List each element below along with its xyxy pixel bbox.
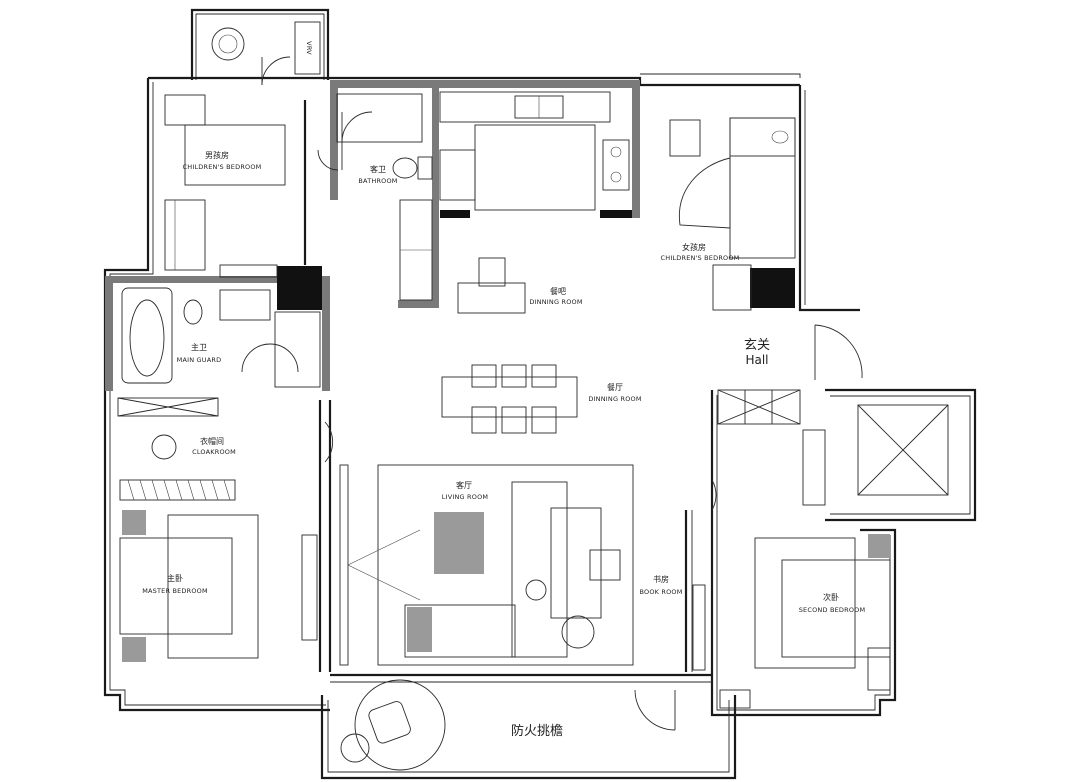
shower: [274, 311, 321, 388]
toilet-icon: [183, 299, 203, 325]
nightstand: [867, 647, 891, 691]
room-label-boys-en: CHILDREN'S BEDROOM: [183, 163, 262, 171]
second-bedroom: 次卧 SECOND BEDROOM: [719, 534, 891, 709]
living-room: 客厅 LIVING ROOM: [339, 464, 634, 666]
room-label-dining-bar-cn: 餐吧: [550, 287, 566, 296]
dining-chair: [531, 364, 557, 388]
nightstand: [122, 637, 146, 662]
shower: [336, 93, 423, 143]
bed: [184, 124, 286, 186]
girls-room: 女孩房 CHILDREN'S BEDROOM: [661, 117, 796, 311]
vrv-balcony: VRV: [211, 21, 321, 86]
dining-table: [441, 376, 578, 418]
room-label-second-cn: 次卧: [823, 592, 839, 602]
dining-chair: [471, 406, 497, 434]
desk: [164, 199, 206, 271]
ottoman: [151, 434, 177, 460]
boys-room: 男孩房 CHILDREN'S BEDROOM: [164, 94, 286, 278]
room-label-fire-eave: 防火挑檐: [511, 723, 563, 739]
room-label-master-cn: 主卧: [167, 573, 183, 583]
wardrobe: [119, 479, 236, 501]
toilet-icon: [392, 157, 418, 179]
armchair: [589, 549, 621, 581]
bathtub-icon: [121, 287, 173, 384]
guest-bathroom: 客卫 BATHROOM: [336, 93, 433, 185]
nightstand: [122, 510, 146, 535]
room-label-book-cn: 书房: [653, 574, 669, 584]
bed: [781, 559, 891, 658]
column-block: [750, 268, 795, 308]
kitchen: [399, 91, 632, 301]
master-bedroom: 主卧 MASTER BEDROOM: [119, 510, 318, 662]
room-label-bathroom-cn: 客卫: [370, 164, 386, 174]
room-label-second-en: SECOND BEDROOM: [799, 606, 866, 614]
coffee-table: [550, 507, 602, 619]
column-block: [277, 266, 322, 310]
lamp-icon: [525, 579, 547, 601]
lounge-chair: [354, 679, 446, 771]
room-label-cloakroom-en: CLOAKROOM: [192, 448, 236, 456]
room-label-dining-bar-en: DINNING ROOM: [529, 298, 582, 306]
bar-counter: [457, 282, 526, 314]
dining-bar: 餐吧 DINNING ROOM: [457, 257, 582, 314]
dining-chair: [501, 364, 527, 388]
room-label-main-guard-cn: 主卫: [191, 342, 207, 352]
bar-stool: [478, 257, 506, 287]
dining-chair: [471, 364, 497, 388]
room-label-hall-cn: 玄关: [744, 338, 770, 353]
side-table: [561, 615, 595, 649]
interior-walls: [105, 80, 801, 672]
plant-icon: [211, 27, 245, 61]
dining-chair: [531, 406, 557, 434]
ac-unit-label: VRV: [305, 41, 313, 55]
book-room: 书房 BOOK ROOM: [639, 574, 706, 671]
room-label-boys-cn: 男孩房: [205, 150, 229, 160]
sofa: [404, 604, 516, 658]
room-label-cloakroom-cn: 衣帽间: [200, 436, 224, 446]
ac-unit: [294, 21, 321, 75]
chair: [669, 119, 701, 157]
sofa-chaise: [511, 481, 568, 658]
room-label-living-en: LIVING ROOM: [442, 493, 488, 501]
dining-room: 餐厅 DINNING ROOM: [441, 364, 641, 434]
room-label-book-en: BOOK ROOM: [639, 588, 682, 596]
cloakroom: 衣帽间 CLOAKROOM: [119, 434, 236, 501]
room-label-hall-en: Hall: [745, 353, 768, 367]
room-label-girls-cn: 女孩房: [682, 242, 706, 252]
bed: [119, 537, 233, 635]
kitchen-island: [474, 124, 596, 211]
dining-chair: [501, 406, 527, 434]
room-label-dining-cn: 餐厅: [607, 383, 623, 392]
stove-icon: [602, 139, 630, 191]
fire-eave-balcony: 防火挑檐: [340, 679, 676, 771]
doors: [317, 149, 717, 511]
structural-columns: [277, 266, 795, 310]
elevator-shaft: [802, 404, 949, 506]
room-label-living-cn: 客厅: [456, 480, 472, 490]
nightstand: [868, 534, 890, 558]
shoe-cabinet: [802, 429, 826, 506]
room-label-bathroom-en: BATHROOM: [358, 177, 397, 185]
tv-cabinet: [301, 534, 318, 641]
sink-icon: [219, 289, 271, 321]
bed: [729, 117, 796, 259]
room-label-main-guard-en: MAIN GUARD: [177, 356, 222, 364]
plant-icon: [340, 733, 370, 763]
hall: 玄关 Hall: [744, 324, 863, 380]
rug: [434, 512, 484, 574]
room-label-dining-en: DINNING ROOM: [588, 395, 641, 403]
master-bathroom: 主卫 MAIN GUARD: [121, 287, 321, 388]
room-label-girls-en: CHILDREN'S BEDROOM: [661, 254, 740, 262]
tv-wall: [339, 464, 349, 666]
bookshelf: [692, 584, 706, 671]
room-label-master-en: MASTER BEDROOM: [142, 587, 208, 595]
